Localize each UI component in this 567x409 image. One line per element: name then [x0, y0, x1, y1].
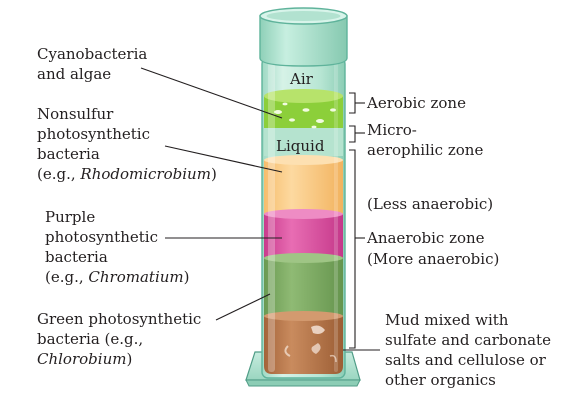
leader-cyanobacteria	[140, 67, 283, 119]
leader-nonsulfur	[164, 145, 283, 173]
nonsulfur-label-line2: photosynthetic	[37, 125, 150, 143]
anaerobic-bracket	[349, 149, 356, 349]
nonsulfur-example: (e.g., Rhodomicrobium)	[37, 164, 217, 184]
purple-example: (e.g., Chromatium)	[45, 267, 189, 287]
cyanobacteria-layer	[264, 89, 343, 129]
example-genus: Chromatium	[88, 268, 184, 286]
green-label-line1: Green photosynthetic	[37, 310, 202, 328]
example-suffix: )	[210, 165, 217, 183]
example-suffix: )	[126, 350, 133, 368]
air-label: Air	[290, 70, 313, 88]
nonsulfur-label-line1: Nonsulfur	[37, 105, 114, 123]
example-genus: Rhodomicrobium	[80, 165, 211, 183]
green-label: Green photosynthetic bacteria (e.g., Chl…	[37, 309, 201, 369]
liquid-label: Liquid	[276, 137, 325, 155]
mud-line2: sulfate and carbonate	[385, 331, 551, 349]
aerobic-zone-label: Aerobic zone	[367, 94, 466, 112]
green-example: Chlorobium)	[37, 349, 201, 369]
green-layer	[264, 253, 343, 316]
microaerophilic-bracket	[349, 125, 356, 143]
example-prefix: (e.g.,	[45, 268, 89, 286]
cyanobacteria-label-line2: and algae	[37, 65, 112, 83]
microaerophilic-zone-label: Micro- aerophilic zone	[367, 120, 483, 160]
liquid-layer	[264, 128, 343, 156]
right-brackets	[343, 92, 380, 351]
leader-green	[215, 293, 271, 321]
more-anaerobic-label: (More anaerobic)	[367, 250, 500, 268]
green-label-line2: bacteria (e.g.,	[37, 330, 144, 348]
nonsulfur-layer	[264, 155, 343, 214]
left-leader-lines	[140, 67, 283, 321]
purple-label-line3: bacteria	[45, 248, 108, 266]
nonsulfur-label-line3: bacteria	[37, 145, 100, 163]
microaerophilic-line2: aerophilic zone	[367, 141, 484, 159]
column-cap	[259, 7, 348, 67]
cyanobacteria-label-line1: Cyanobacteria	[37, 45, 148, 63]
purple-label: Purple photosynthetic bacteria (e.g., Ch…	[45, 207, 189, 287]
purple-label-line1: Purple	[45, 208, 96, 226]
purple-label-line2: photosynthetic	[45, 228, 158, 246]
cyanobacteria-label: Cyanobacteria and algae	[37, 44, 147, 84]
mud-label: Mud mixed with sulfate and carbonate sal…	[385, 310, 551, 390]
mud-line1: Mud mixed with	[385, 311, 509, 329]
purple-layer	[264, 209, 343, 258]
less-anaerobic-label: (Less anaerobic)	[367, 195, 494, 213]
mud-line3: salts and cellulose or	[385, 351, 546, 369]
nonsulfur-label: Nonsulfur photosynthetic bacteria (e.g.,…	[37, 104, 217, 184]
example-suffix: )	[183, 268, 190, 286]
example-genus: Chlorobium	[37, 350, 127, 368]
aerobic-bracket	[349, 92, 356, 114]
microaerophilic-line1: Micro-	[367, 121, 417, 139]
anaerobic-zone-label: Anaerobic zone	[367, 229, 485, 247]
mud-layer	[264, 311, 343, 374]
mud-line4: other organics	[385, 371, 496, 389]
example-prefix: (e.g.,	[37, 165, 81, 183]
